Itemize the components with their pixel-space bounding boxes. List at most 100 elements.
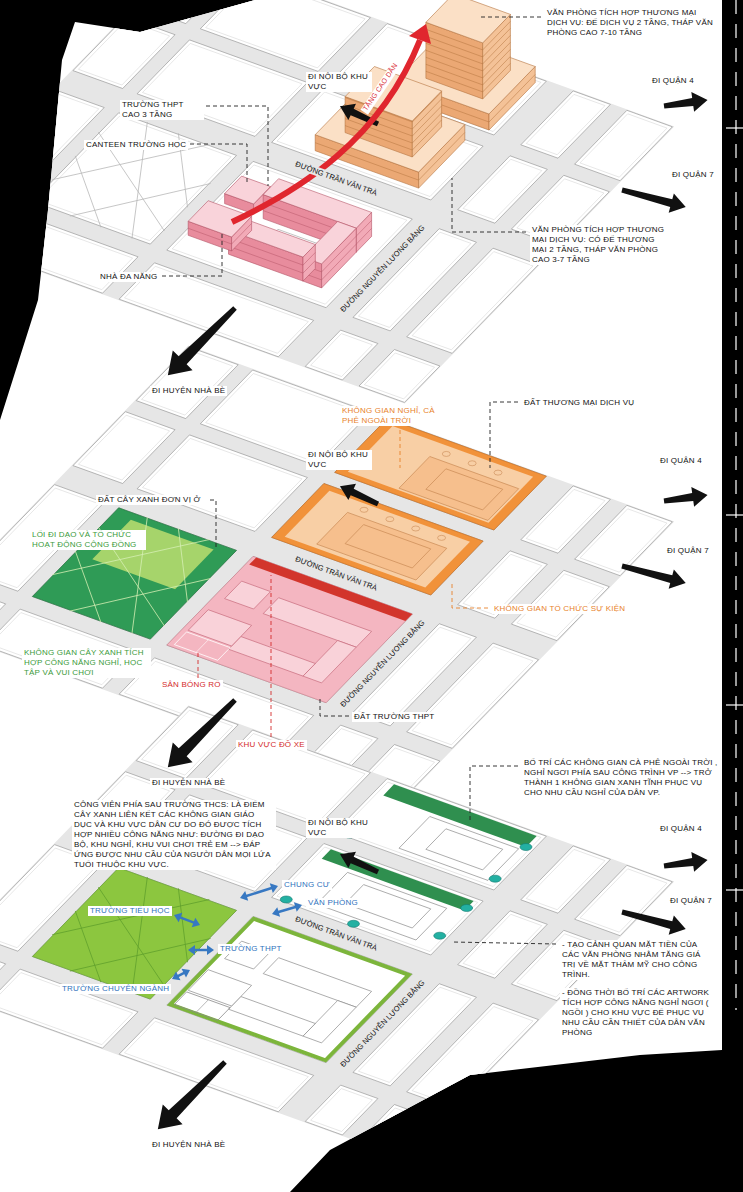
sidewalk-line bbox=[580, 114, 667, 177]
annotation-label: KHÔNG GIAN CÂY XANH TÍCH HỢP CÔNG NĂNG N… bbox=[22, 648, 151, 678]
building-footprint bbox=[263, 958, 371, 1008]
annotation-label: NHÀ ĐA NĂNG bbox=[98, 272, 159, 282]
panels bbox=[0, 0, 674, 1159]
direction-arrow bbox=[336, 846, 382, 880]
link-arrow bbox=[277, 906, 297, 912]
edge-mark bbox=[726, 889, 743, 890]
artwork-seat bbox=[434, 932, 446, 939]
leader-line bbox=[183, 144, 247, 182]
link-arrow-head bbox=[182, 969, 191, 978]
panel-massing bbox=[0, 0, 674, 404]
direction-arrow bbox=[663, 850, 709, 876]
building-footprint bbox=[188, 970, 251, 1006]
direction-arrow bbox=[148, 1052, 235, 1139]
city-block bbox=[359, 1105, 440, 1158]
annotation-label: ĐI HUYỆN NHÀ BÈ bbox=[150, 778, 227, 788]
city-block bbox=[407, 248, 539, 353]
sidewalk-line bbox=[412, 1007, 533, 1105]
city-block bbox=[167, 161, 412, 307]
direction-arrow bbox=[158, 298, 245, 385]
annotation-label: CÔNG VIÊN PHÍA SAU TRƯỜNG THCS: LÀ ĐIỂM … bbox=[72, 800, 276, 870]
building-roof bbox=[426, 0, 511, 43]
building-footprint bbox=[426, 829, 503, 870]
city-block bbox=[0, 191, 6, 245]
annotation-label: ĐI HUYỆN NHÀ BÈ bbox=[150, 1140, 227, 1150]
building-footprint bbox=[345, 525, 431, 568]
annotation-label: ĐẤT TRƯỜNG THPT bbox=[352, 712, 436, 722]
annotation-label: KHU VỰC ĐỖ XE bbox=[236, 740, 307, 750]
annotation-label: ĐI NỘI BỘ KHU VỰC bbox=[306, 72, 372, 92]
edge-dash bbox=[735, 0, 736, 1010]
court-line bbox=[196, 640, 208, 653]
floor-line bbox=[426, 49, 511, 78]
annotation-label: KHÔNG GIAN NGHỈ, CÀ PHÊ NGOÀI TRỜI bbox=[340, 406, 454, 426]
edge-mark bbox=[726, 704, 743, 705]
artwork-seat bbox=[489, 875, 501, 882]
park-path bbox=[178, 888, 187, 962]
city-block bbox=[575, 110, 673, 180]
annotation-label: VĂN PHÒNG TÍCH HỢP THƯƠNG MẠI DỊCH VỤ: Đ… bbox=[545, 8, 719, 38]
park-path bbox=[98, 887, 164, 986]
direction-arrow bbox=[336, 478, 382, 512]
cafe-table bbox=[386, 517, 394, 522]
floor-line bbox=[426, 63, 511, 92]
floor-line bbox=[426, 35, 511, 64]
link-arrow bbox=[193, 949, 209, 952]
building-footprint bbox=[426, 469, 503, 510]
link-arrow-head bbox=[272, 907, 280, 917]
city-block bbox=[407, 1003, 539, 1108]
direction-arrow bbox=[663, 485, 709, 511]
panel-landuse bbox=[0, 346, 674, 799]
artwork-seat bbox=[520, 844, 532, 851]
floor-line bbox=[426, 56, 511, 85]
park-path bbox=[75, 911, 101, 982]
annotation-label: BỐ TRÍ CÁC KHÔNG GIAN CÀ PHÊ NGOÀI TRỜI … bbox=[522, 758, 721, 798]
sidewalk-line bbox=[580, 509, 667, 572]
direction-arrow bbox=[158, 690, 245, 777]
annotation-label: ĐI QUẬN 4 bbox=[658, 824, 704, 834]
park-path bbox=[52, 900, 209, 935]
sidewalk-line bbox=[364, 353, 434, 399]
link-arrow-head bbox=[188, 945, 195, 955]
leader-line bbox=[480, 17, 541, 18]
leader-line bbox=[162, 232, 222, 276]
leader-line bbox=[400, 430, 401, 468]
edge-mark bbox=[726, 514, 743, 515]
annotation-label: KHÔNG GIAN TỔ CHỨC SỰ KIỆN bbox=[492, 604, 627, 614]
annotation-label: TRƯỜNG THPT bbox=[218, 944, 284, 954]
annotation-label: ĐI QUẬN 7 bbox=[670, 170, 716, 180]
building-footprint bbox=[399, 817, 519, 881]
edge-mark bbox=[726, 127, 743, 128]
annotation-label: TRƯỜNG TIỂU HỌC bbox=[88, 906, 172, 916]
annotation-label: - ĐỒNG THỜI BỐ TRÍ CÁC ARTWORK TÍCH HỢP … bbox=[560, 988, 714, 1038]
leader-line bbox=[210, 500, 216, 550]
sidewalk-line bbox=[311, 334, 373, 377]
park-path bbox=[75, 156, 101, 227]
sidewalk-line bbox=[311, 1089, 373, 1132]
annotation-label: - TẠO CẢNH QUAN MẶT TIỀN CỦA CÁC VĂN PHÒ… bbox=[560, 940, 714, 980]
annotation-label: ĐI NỘI BỘ KHU VỰC bbox=[306, 818, 372, 838]
annotation-label: ĐI QUẬN 4 bbox=[658, 456, 704, 466]
sidewalk-line bbox=[412, 647, 533, 745]
leader-line bbox=[452, 942, 556, 944]
cafe-table bbox=[360, 507, 368, 512]
annotation-label: CHUNG CƯ bbox=[282, 880, 332, 890]
city-block bbox=[200, 0, 370, 71]
leader-line bbox=[470, 766, 518, 822]
annotation-label: SÂN BÓNG RỔ bbox=[160, 680, 223, 690]
link-arrow-head bbox=[240, 891, 248, 901]
sidewalk-line bbox=[364, 1108, 434, 1154]
link-arrow-head bbox=[207, 945, 214, 955]
building-footprint bbox=[188, 610, 251, 646]
annotation-label: VĂN PHÒNG TÍCH HỢP THƯƠNG MẠI DỊCH VỤ: C… bbox=[530, 225, 669, 265]
annotation-label: ĐẤT THƯƠNG MẠI DỊCH VỤ bbox=[522, 398, 636, 408]
cafe-table bbox=[438, 535, 446, 540]
leader-line bbox=[452, 178, 526, 232]
link-arrow-head bbox=[172, 971, 181, 980]
artwork-seat bbox=[461, 905, 473, 912]
link-arrow-head bbox=[174, 913, 182, 922]
link-arrow bbox=[245, 888, 273, 897]
leader-line bbox=[452, 584, 488, 608]
building-footprint bbox=[229, 637, 316, 677]
